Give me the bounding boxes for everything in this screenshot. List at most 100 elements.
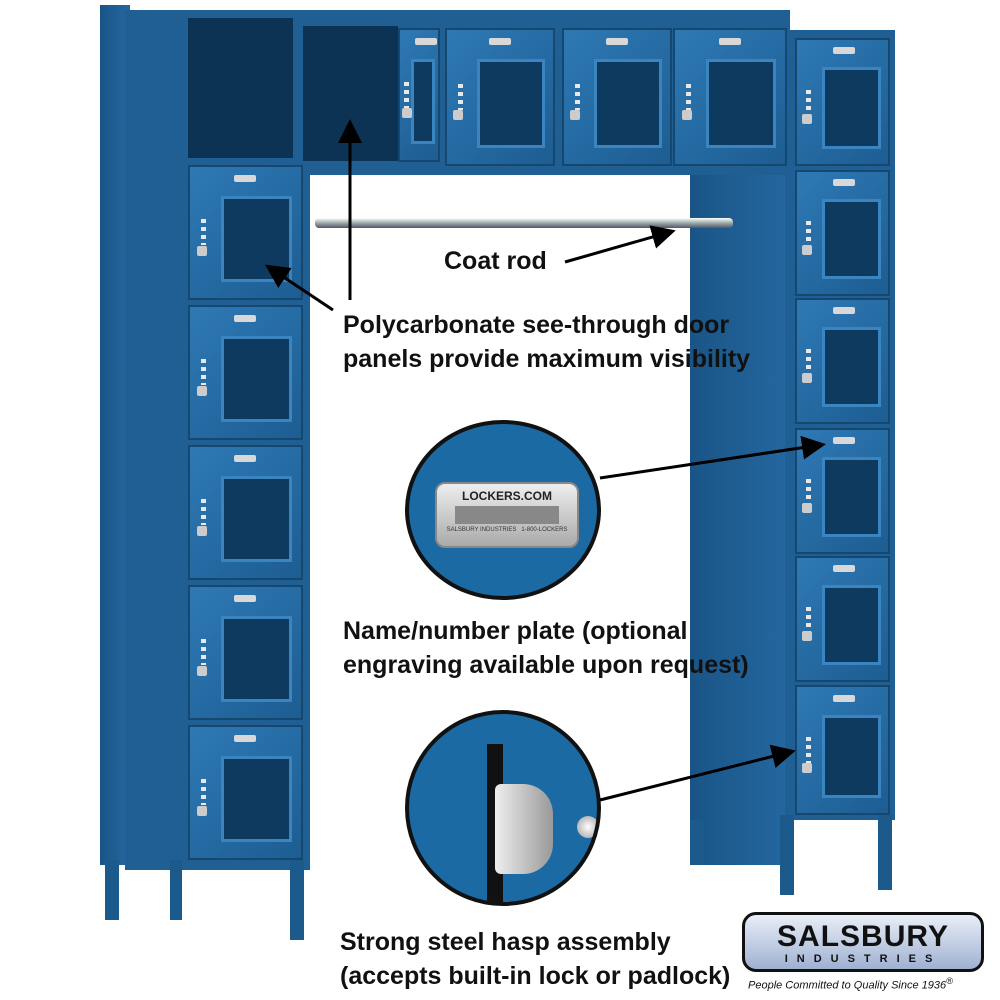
vent-icon xyxy=(201,499,207,526)
name-plate-label-line1: Name/number plate (optional xyxy=(343,617,688,645)
vent-icon xyxy=(201,779,207,806)
locker-door xyxy=(673,28,787,166)
door-window xyxy=(221,475,293,563)
hasp-icon xyxy=(196,525,207,536)
name-plate-title: LOCKERS.COM xyxy=(462,489,552,503)
locker-leg xyxy=(170,860,182,920)
name-plate-footer-left: SALSBURY INDUSTRIES xyxy=(446,527,517,533)
open-locker-interior xyxy=(188,18,293,158)
vent-icon xyxy=(806,737,812,764)
logo-sub: INDUSTRIES xyxy=(784,953,942,965)
hasp-icon xyxy=(402,108,413,118)
name-plate-icon xyxy=(833,694,856,702)
vent-icon xyxy=(457,83,463,110)
hasp-icon xyxy=(681,110,692,121)
name-plate-icon xyxy=(833,307,856,315)
name-plate-icon xyxy=(606,38,629,46)
name-plate-icon xyxy=(833,47,856,55)
vent-icon xyxy=(806,478,812,505)
locker-door xyxy=(562,28,672,166)
door-window xyxy=(822,198,881,280)
hasp-icon xyxy=(802,503,813,514)
vent-icon xyxy=(806,348,812,375)
name-plate-icon xyxy=(719,38,741,46)
name-plate-icon xyxy=(833,437,856,445)
hasp-closeup xyxy=(405,710,601,906)
engraving-area xyxy=(455,506,559,524)
hasp-label-line2: (accepts built-in lock or padlock) xyxy=(340,962,731,990)
coat-rod xyxy=(315,218,733,228)
knob-icon xyxy=(577,816,597,838)
vent-icon xyxy=(806,220,812,247)
door-window xyxy=(822,584,881,666)
locker-door xyxy=(795,170,890,296)
door-window xyxy=(410,58,435,145)
vent-icon xyxy=(806,606,812,633)
vent-icon xyxy=(201,359,207,386)
door-panels-label-line1: Polycarbonate see-through door xyxy=(343,311,730,339)
name-plate-icon xyxy=(234,314,257,322)
name-plate-icon xyxy=(234,454,257,462)
locker-leg xyxy=(878,815,892,890)
door-window xyxy=(593,59,662,148)
door-window xyxy=(221,755,293,843)
door-window xyxy=(822,456,881,538)
logo-brand: SALSBURY xyxy=(777,920,949,953)
vent-icon xyxy=(201,219,207,246)
coat-rod-arrow xyxy=(564,225,676,264)
door-panels-label-line2: panels provide maximum visibility xyxy=(343,345,751,373)
name-plate-icon xyxy=(234,734,257,742)
name-plate-icon xyxy=(833,179,856,187)
vent-icon xyxy=(201,639,207,666)
door-window xyxy=(221,335,293,423)
vent-icon xyxy=(806,89,812,116)
locker-door xyxy=(795,38,890,166)
locker-door xyxy=(795,685,890,815)
name-plate-icon xyxy=(234,594,257,602)
salsbury-logo: SALSBURY INDUSTRIES xyxy=(742,912,984,972)
door-panel-arrow xyxy=(265,264,334,312)
hasp-icon xyxy=(196,245,207,256)
hasp-arrow xyxy=(599,744,796,802)
hasp-label-line1: Strong steel hasp assembly xyxy=(340,928,671,956)
locker-leg xyxy=(780,815,794,895)
name-plate: LOCKERS.COM SALSBURY INDUSTRIES 1-800-LO… xyxy=(435,482,579,548)
vent-icon xyxy=(403,82,409,108)
hasp-icon xyxy=(802,762,813,773)
door-window xyxy=(822,714,881,798)
hasp-icon xyxy=(570,110,581,121)
hasp-icon xyxy=(802,114,813,125)
name-plate-footer-right: 1-800-LOCKERS xyxy=(521,527,568,533)
locker-door xyxy=(188,165,303,300)
name-plate-icon xyxy=(234,174,257,182)
locker-door xyxy=(795,298,890,424)
vent-icon xyxy=(574,83,580,110)
name-plate-icon xyxy=(489,38,512,46)
logo-tagline: People Committed to Quality Since 1936® xyxy=(748,976,953,992)
locker-door xyxy=(445,28,555,166)
locker-door xyxy=(795,556,890,682)
locker-leg xyxy=(105,860,119,920)
locker-door xyxy=(188,445,303,580)
name-plate-closeup: LOCKERS.COM SALSBURY INDUSTRIES 1-800-LO… xyxy=(405,420,601,600)
locker-door xyxy=(188,305,303,440)
registered-mark: ® xyxy=(946,976,953,986)
door-window xyxy=(705,59,777,148)
door-window xyxy=(476,59,545,148)
hasp-icon xyxy=(196,805,207,816)
vent-icon xyxy=(686,83,691,110)
door-window xyxy=(822,326,881,408)
door-window xyxy=(822,67,881,150)
hasp-icon xyxy=(802,373,813,384)
locker-leg xyxy=(690,820,704,865)
name-plate-icon xyxy=(415,37,438,45)
door-window xyxy=(221,615,293,703)
hasp-icon xyxy=(495,784,553,874)
hasp-icon xyxy=(196,665,207,676)
hasp-icon xyxy=(802,631,813,642)
name-plate-label-line2: engraving available upon request) xyxy=(343,651,749,679)
locker-leg xyxy=(290,860,304,940)
locker-door xyxy=(188,725,303,860)
tagline-text: People Committed to Quality Since 1936 xyxy=(748,979,947,992)
